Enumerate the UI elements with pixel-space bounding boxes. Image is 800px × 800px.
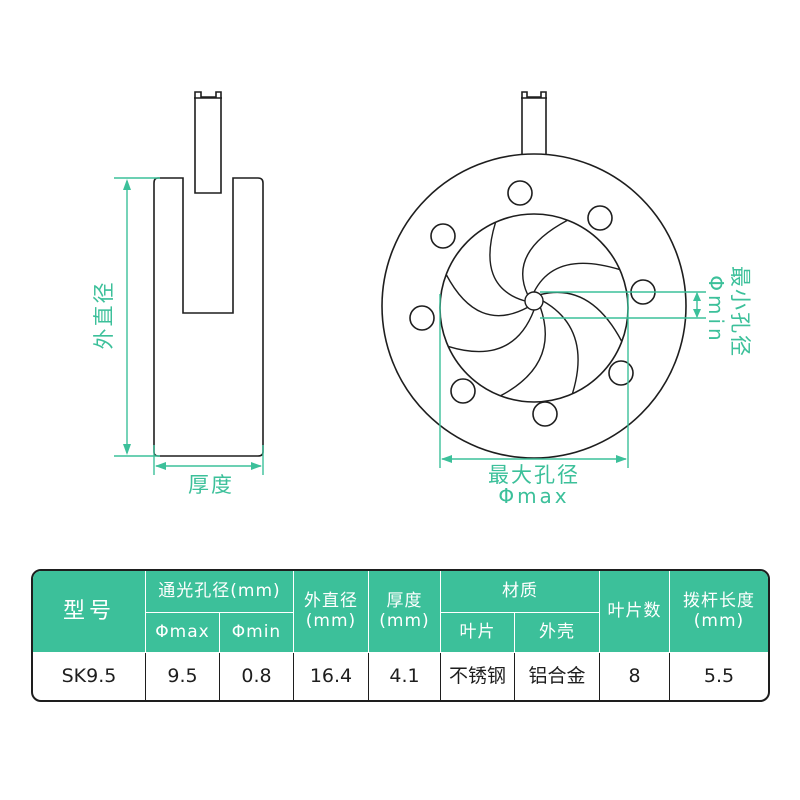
header-thickness-name: 厚度 <box>386 590 423 611</box>
iris-blade <box>542 300 579 395</box>
arrow-up-icon <box>123 179 131 190</box>
side-lever <box>194 91 222 194</box>
front-lever <box>521 91 547 154</box>
cell-blade-material: 不锈钢 <box>441 653 515 700</box>
iris-center-aperture <box>524 291 544 311</box>
cell-shell-material: 铝合金 <box>515 653 600 700</box>
cell-phi-max: 9.5 <box>146 653 220 700</box>
arrow-left-icon <box>441 455 452 463</box>
spec-table: 型号 通光孔径(mm) Φmax Φmin 外直径 (mm) 厚度 (mm) 材… <box>31 569 770 702</box>
header-aperture: 通光孔径(mm) <box>146 571 294 613</box>
iris-blade <box>489 221 526 302</box>
header-blade-count: 叶片数 <box>600 571 670 653</box>
mounting-hole <box>507 180 533 206</box>
header-lever-length-name: 拨杆长度 <box>683 590 755 611</box>
iris-blade <box>540 291 623 342</box>
mounting-hole <box>608 360 634 386</box>
header-shell: 外壳 <box>515 613 600 653</box>
arrow-down-icon <box>123 444 131 455</box>
min-aperture-symbol: Φmin <box>704 275 728 344</box>
cell-thickness: 4.1 <box>369 653 441 700</box>
front-view-dimensions <box>439 291 706 468</box>
arrow-down-icon <box>693 309 701 318</box>
iris-blades <box>445 219 623 397</box>
arrow-up-icon <box>693 292 701 301</box>
mounting-hole <box>532 401 558 427</box>
iris-diaphragm-drawing: 外直径 厚度 <box>92 91 752 508</box>
cell-blade-count: 8 <box>600 653 670 700</box>
cell-lever-length: 5.5 <box>703 664 735 687</box>
header-material: 材质 <box>441 571 600 613</box>
mounting-hole <box>450 378 476 404</box>
header-phi-min: Φmin <box>220 613 294 653</box>
arrow-right-icon <box>616 455 627 463</box>
header-lever-length-unit: (mm) <box>693 610 745 631</box>
iris-blade <box>447 309 535 353</box>
mounting-hole <box>430 223 456 249</box>
cell-phi-min: 0.8 <box>220 653 294 700</box>
header-outer-diameter-name: 外直径 <box>304 590 358 611</box>
mounting-hole <box>409 305 435 331</box>
mounting-holes <box>409 180 656 427</box>
outer-diameter-label: 外直径 <box>92 281 116 350</box>
max-aperture-label: 最大孔径 <box>488 463 580 487</box>
outer-shell <box>381 153 687 459</box>
iris-blade <box>522 219 568 295</box>
header-phi-max: Φmax <box>146 613 220 653</box>
side-body <box>153 177 264 457</box>
arrow-right-icon <box>251 462 262 470</box>
thickness-label: 厚度 <box>188 473 234 497</box>
header-outer-diameter: 外直径 (mm) <box>294 571 369 653</box>
header-thickness: 厚度 (mm) <box>369 571 441 653</box>
side-view-dimensions <box>114 177 264 475</box>
header-lever-length: 拨杆长度 (mm) <box>670 571 768 653</box>
arrow-left-icon <box>155 462 166 470</box>
mounting-hole <box>587 205 613 231</box>
iris-blade <box>445 274 528 317</box>
cell-outer-diameter: 16.4 <box>294 653 369 700</box>
iris-blade <box>500 307 546 397</box>
header-outer-diameter-unit: (mm) <box>305 610 357 631</box>
iris-blade <box>533 262 621 293</box>
header-model: 型号 <box>33 571 146 653</box>
header-thickness-unit: (mm) <box>379 610 430 631</box>
side-view <box>153 91 264 457</box>
front-view <box>381 91 687 459</box>
min-aperture-label: 最小孔径 <box>728 266 752 358</box>
iris-housing <box>439 213 629 403</box>
header-blade: 叶片 <box>441 613 515 653</box>
cell-model: SK9.5 <box>33 653 146 700</box>
max-aperture-symbol: Φmax <box>498 484 569 508</box>
